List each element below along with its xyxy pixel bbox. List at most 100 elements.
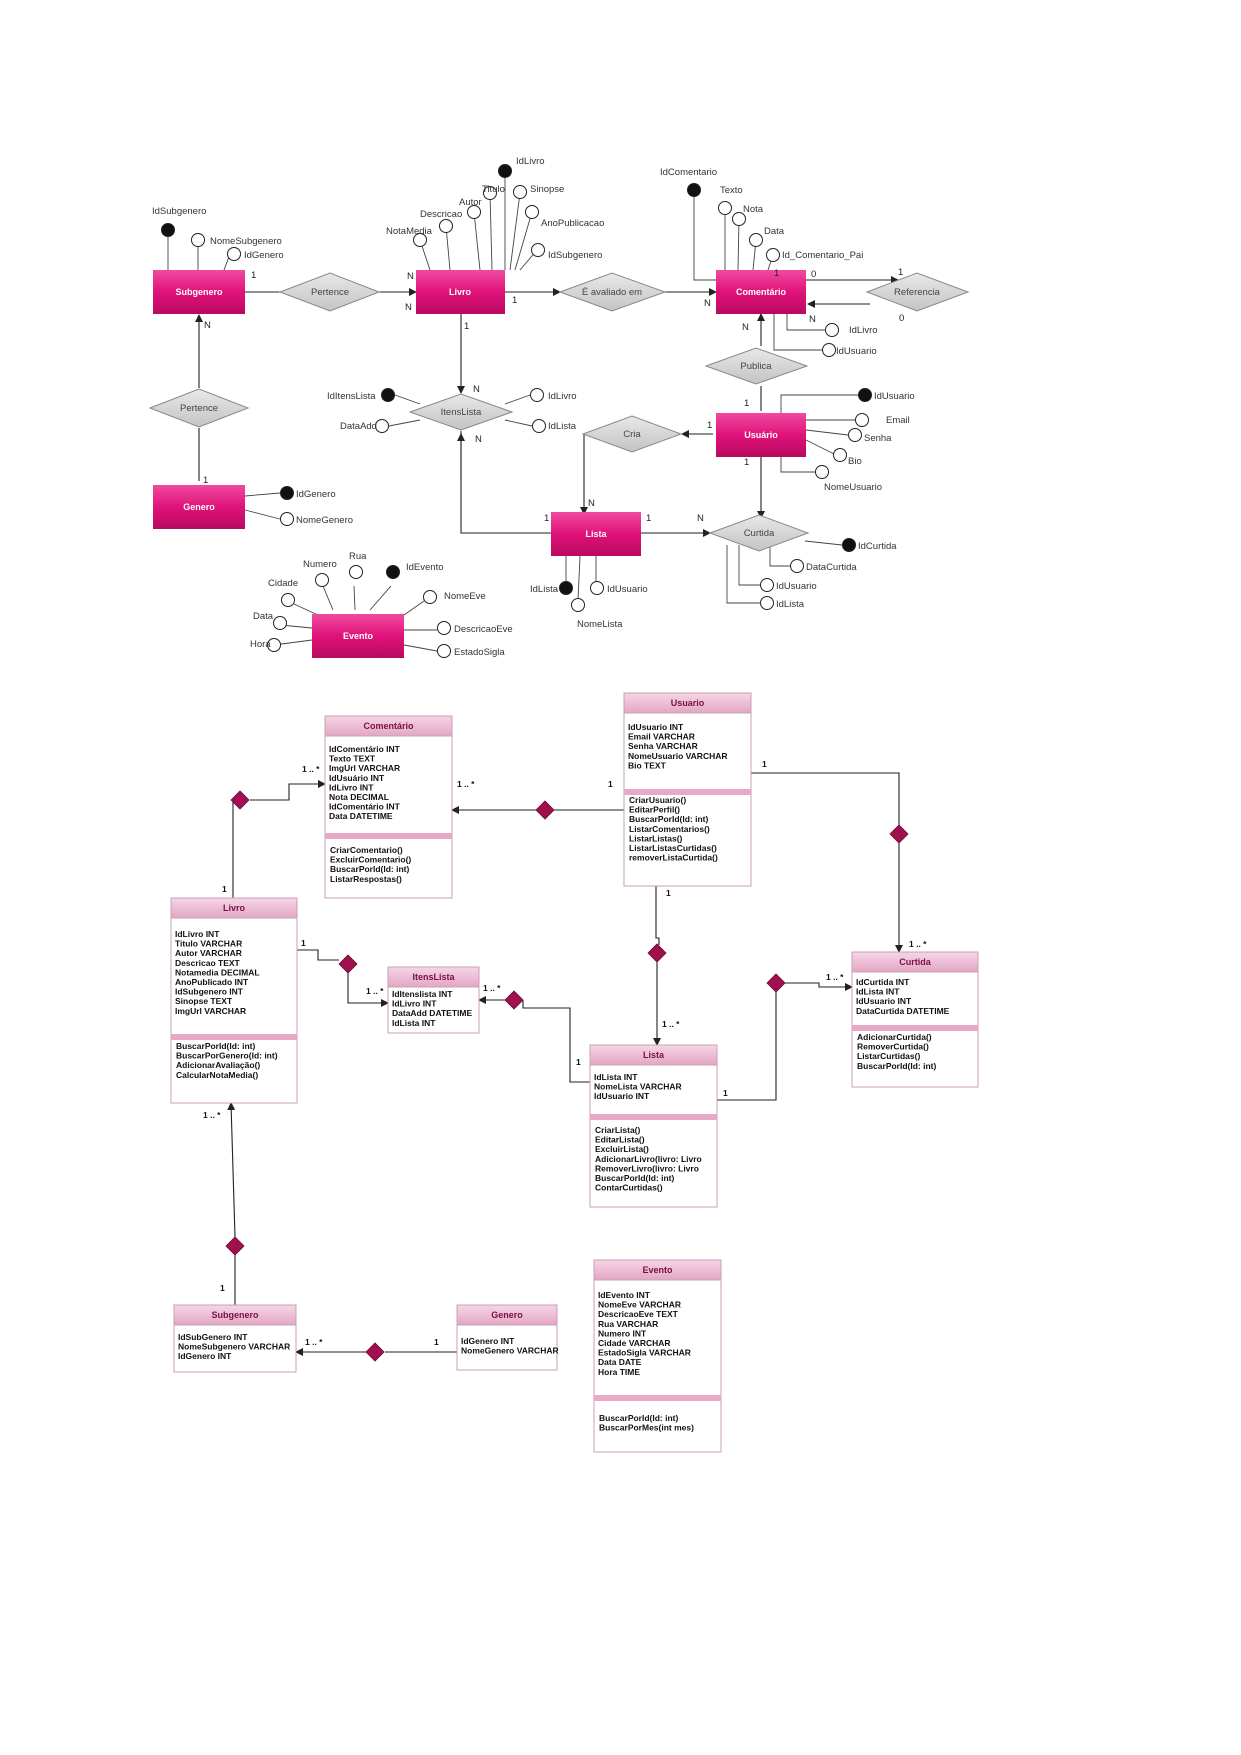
attr-idsubgenero: IdSubgenero xyxy=(152,206,206,217)
attribute-marker xyxy=(281,593,295,607)
cardinality-label: 1 xyxy=(646,513,651,524)
uml-attribute: AnoPublicado INT xyxy=(175,977,249,987)
multiplicity-label: 1 .. * xyxy=(366,986,384,996)
uml-class-body xyxy=(593,1259,722,1453)
attr-idgenero-genero: IdGenero xyxy=(296,489,336,500)
uml-class-title: Subgenero xyxy=(211,1310,259,1320)
entity-evento[interactable]: Evento xyxy=(312,614,404,658)
composition-diamond xyxy=(230,790,250,810)
attr-autor: Autor xyxy=(459,197,482,208)
uml-attribute: IdEvento INT xyxy=(598,1290,651,1300)
entity-livro[interactable]: Livro xyxy=(416,270,505,314)
uml-attribute: NomeLista VARCHAR xyxy=(594,1082,682,1092)
cardinality-label: N xyxy=(697,513,704,524)
relationship-pertence-top[interactable]: Pertence xyxy=(278,272,381,312)
attribute-key-marker xyxy=(687,183,701,197)
uml-attribute: IdLivro INT xyxy=(329,782,374,792)
uml-attribute: Titulo VARCHAR xyxy=(175,939,242,949)
uml-method: CriarLista() xyxy=(595,1125,641,1135)
uml-class-title: Evento xyxy=(642,1265,673,1275)
attribute-key-marker xyxy=(161,223,175,237)
uml-class-header xyxy=(387,966,480,988)
uml-attribute: Senha VARCHAR xyxy=(628,741,698,751)
uml-attribute: IdGenero INT xyxy=(461,1336,515,1346)
attribute-marker xyxy=(822,343,836,357)
attr-bio: Bio xyxy=(848,456,862,467)
entity-comentario[interactable]: Comentário xyxy=(716,270,806,314)
attr-texto: Texto xyxy=(720,185,743,196)
entity-usuario[interactable]: Usuário xyxy=(716,413,806,457)
cardinality-label: 1 xyxy=(744,457,749,468)
uml-method: BuscarPorId(Id: int) xyxy=(330,864,410,874)
entity-lista-label: Lista xyxy=(585,529,607,539)
cardinality-label: N xyxy=(407,271,414,282)
uml-separator xyxy=(171,1034,297,1040)
uml-attribute: IdCurtida INT xyxy=(856,977,910,987)
uml-method: ExcluirComentario() xyxy=(330,855,411,865)
relationship-avaliado[interactable]: É avaliado em xyxy=(558,272,667,312)
uml-attribute: Rua VARCHAR xyxy=(598,1319,658,1329)
uml-class-title: Livro xyxy=(223,903,246,913)
cardinality-label: 1 xyxy=(544,513,549,524)
attribute-marker xyxy=(531,243,545,257)
multiplicity-label: 1 .. * xyxy=(305,1337,323,1347)
cardinality-label: 1 xyxy=(251,270,256,281)
attribute-marker xyxy=(833,448,847,462)
entity-genero[interactable]: Genero xyxy=(153,485,245,529)
er-relationships: Pertence É avaliado em Referencia Public… xyxy=(148,272,970,552)
er-attribute-labels: IdSubgenero NomeSubgenero IdGenero IdLiv… xyxy=(152,156,915,658)
attr-idcomentario: IdComentario xyxy=(660,167,717,178)
attribute-key-marker xyxy=(381,388,395,402)
multiplicity-label: 1 .. * xyxy=(826,972,844,982)
attribute-marker xyxy=(825,323,839,337)
relationship-publica[interactable]: Publica xyxy=(704,347,809,385)
attr-data: Data xyxy=(764,226,785,237)
attribute-marker xyxy=(760,596,774,610)
relationship-referencia[interactable]: Referencia xyxy=(865,272,970,312)
multiplicity-label: 1 xyxy=(723,1088,728,1098)
uml-attribute: Data DATE xyxy=(598,1357,642,1367)
uml-class-body xyxy=(851,951,979,1088)
uml-method: CriarComentario() xyxy=(330,845,403,855)
cardinality-label: N xyxy=(704,298,711,309)
attr-idusuario-lista: IdUsuario xyxy=(607,584,648,595)
relationship-curtida[interactable]: Curtida xyxy=(708,514,810,552)
attr-data-evento: Data xyxy=(253,611,274,622)
uml-method: BuscarPorMes(int mes) xyxy=(599,1423,694,1433)
uml-connectors xyxy=(227,772,903,1356)
uml-attribute: IdLivro INT xyxy=(392,999,437,1009)
entity-subgenero[interactable]: Subgenero xyxy=(153,270,245,314)
relationship-pertence-left[interactable]: Pertence xyxy=(148,388,250,428)
uml-attribute: Bio TEXT xyxy=(628,760,667,770)
attribute-marker xyxy=(532,419,546,433)
attribute-marker xyxy=(790,559,804,573)
relationship-cria[interactable]: Cria xyxy=(581,415,683,453)
relationship-itenslista[interactable]: ItensLista xyxy=(408,393,514,431)
attr-nomeeve: NomeEve xyxy=(444,591,486,602)
uml-class-header xyxy=(324,715,453,737)
attr-idusuario-comentario: IdUsuario xyxy=(836,346,877,357)
attr-hora: Hora xyxy=(250,639,271,650)
attr-cidade: Cidade xyxy=(268,578,298,589)
attr-numero: Numero xyxy=(303,559,337,570)
cardinality-label: 1 xyxy=(512,295,517,306)
uml-method: BuscarPorGenero(Id: int) xyxy=(176,1051,278,1061)
cardinality-label: N xyxy=(475,434,482,445)
multiplicity-label: 1 xyxy=(301,938,306,948)
multiplicity-label: 1 .. * xyxy=(203,1110,221,1120)
entity-lista[interactable]: Lista xyxy=(551,512,641,556)
multiplicity-label: 1 xyxy=(666,888,671,898)
attribute-key-marker xyxy=(280,486,294,500)
attribute-key-marker xyxy=(386,565,400,579)
attr-titulo: Titulo xyxy=(482,184,505,195)
attribute-marker xyxy=(571,598,585,612)
